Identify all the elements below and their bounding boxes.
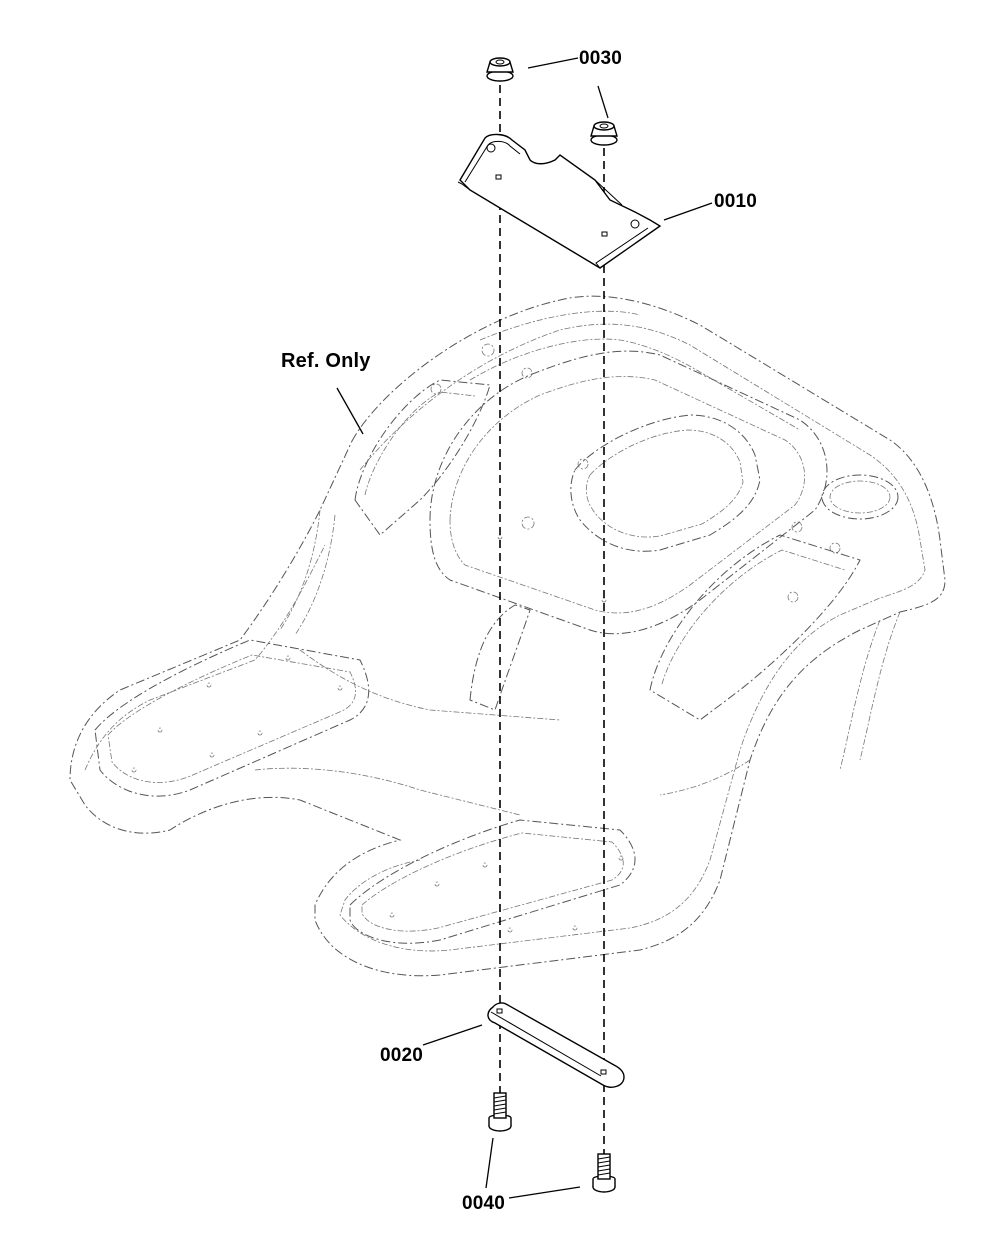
- callout-0020: 0020: [380, 1045, 423, 1066]
- leader-0040-right: [508, 1186, 581, 1199]
- bolt-right: [592, 1153, 616, 1193]
- leader-0030-left: [527, 57, 579, 69]
- bolt-left: [488, 1092, 512, 1132]
- flange-nut-top-right: [590, 121, 618, 146]
- seat-bracket: [457, 133, 662, 269]
- callout-0030: 0030: [579, 48, 622, 69]
- leader-0010: [663, 202, 713, 221]
- body-mounting-holes: [131, 343, 841, 933]
- strap-plate: [487, 1002, 625, 1088]
- leader-0030-right: [597, 85, 609, 119]
- leader-ref-only: [336, 387, 364, 435]
- callout-labels: 0030 0010 Ref. Only 0020 0040: [281, 48, 757, 1214]
- reference-only-label: Ref. Only: [281, 350, 371, 372]
- leader-0040-left: [485, 1137, 494, 1189]
- leader-lines: [336, 57, 713, 1199]
- leader-0020: [422, 1024, 483, 1046]
- callout-0040: 0040: [462, 1193, 505, 1214]
- reference-body-outline: [69, 295, 946, 977]
- callout-0010: 0010: [714, 191, 757, 212]
- flange-nut-top-left: [486, 57, 514, 82]
